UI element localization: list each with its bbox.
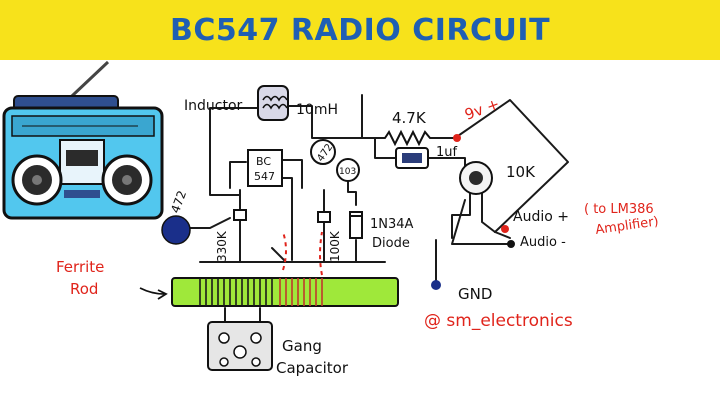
ferrite-arrow [139, 287, 165, 295]
resistor-100k [317, 211, 331, 223]
resistor-330k [233, 209, 247, 221]
audio-plus-terminal [501, 225, 509, 233]
pot-10k-label: 10K [506, 163, 536, 181]
ceramic-capacitor-472-mid [310, 139, 336, 165]
cap-472-left-label: 472 [168, 189, 189, 215]
ferrite-label-line2: Rod [70, 280, 98, 298]
cap-1uf-label: 1uf [436, 145, 458, 160]
ferrite-label-line1: Ferrite [56, 258, 104, 276]
ceramic-capacitor-103 [336, 158, 360, 182]
gang-label-line2: Capacitor [276, 359, 349, 377]
diode-word-label: Diode [372, 236, 410, 251]
transistor-number-label: 547 [254, 170, 275, 183]
ferrite-rod-icon [171, 277, 399, 307]
diode-icon [349, 211, 363, 239]
cap-103-label: 103 [339, 167, 356, 177]
coil-tap-links [282, 231, 323, 276]
diode-part-label: 1N34A [370, 217, 414, 232]
page-title: BC547 RADIO CIRCUIT [169, 12, 551, 48]
electrolytic-capacitor-1uf [395, 147, 429, 169]
transistor-icon [247, 149, 283, 187]
resistor-330k-label: 330K [215, 230, 229, 262]
resistor-100k-label: 100K [328, 230, 342, 262]
inductor-value-label: 10mH [296, 102, 338, 118]
supply-terminal [453, 134, 461, 142]
gang-capacitor-icon [207, 321, 273, 371]
gnd-label: GND [458, 285, 492, 303]
potentiometer-icon [459, 161, 493, 195]
circuit-wires [175, 94, 569, 326]
ceramic-capacitor-472-left [161, 215, 191, 245]
lm386-label-line2: Amplifier) [594, 214, 659, 238]
inductor-label: Inductor [184, 98, 243, 114]
transistor-label: BC [256, 155, 271, 168]
lm386-label-line1: ( to LM386 [584, 202, 654, 217]
title-banner: BC547 RADIO CIRCUIT [0, 0, 720, 60]
boombox-radio-icon [2, 60, 164, 220]
gnd-terminal [431, 280, 441, 290]
ferrite-arrow-head [157, 289, 168, 300]
audio-minus-label: Audio - [520, 235, 566, 250]
audio-minus-terminal [507, 240, 515, 248]
circuit-diagram: Inductor 10mH BC 547 472 103 472 330K [2, 60, 660, 377]
audio-plus-label: Audio + [513, 209, 569, 225]
credit-label: @ sm_electronics [424, 311, 573, 331]
gang-label-line1: Gang [282, 337, 322, 355]
resistor-4-7k [384, 129, 431, 147]
inductor-symbol [257, 85, 289, 121]
resistor-4-7k-label: 4.7K [392, 109, 427, 127]
